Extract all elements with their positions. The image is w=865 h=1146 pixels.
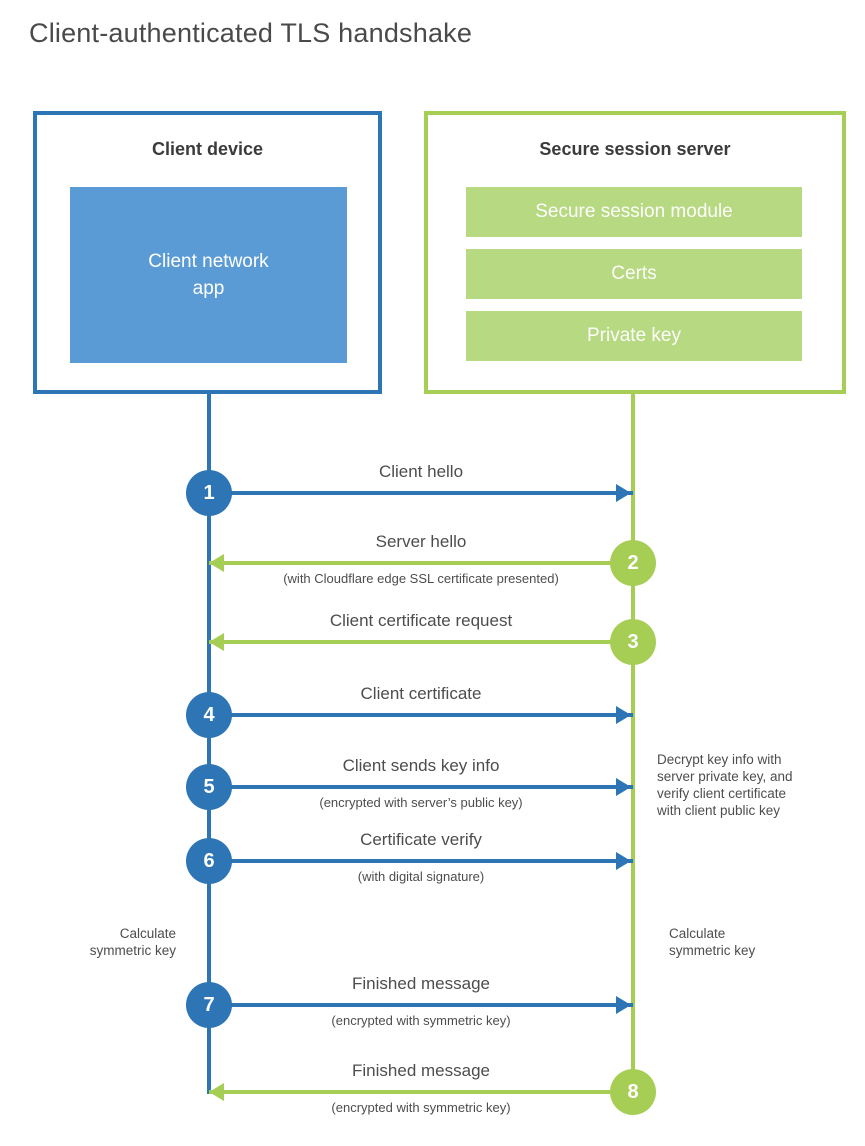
arrowhead-right-icon (616, 484, 631, 502)
server-lifeline (631, 392, 635, 1094)
message-arrow-line (209, 1003, 633, 1007)
server-module-list: Secure session module Certs Private key (466, 187, 802, 373)
arrowhead-right-icon (616, 778, 631, 796)
client-network-app-box: Client network app (70, 187, 347, 363)
message-label: Finished message (352, 1061, 490, 1080)
server-module-secure-session: Secure session module (466, 187, 802, 237)
message-arrow-line (209, 1090, 633, 1094)
handshake-step-8: Finished message 8 (encrypted with symme… (0, 1061, 865, 1115)
handshake-step-2: Server hello 2 (with Cloudflare edge SSL… (0, 532, 865, 586)
step-number-circle: 3 (610, 619, 656, 665)
step-number-circle: 7 (186, 982, 232, 1028)
message-arrow-line (209, 785, 633, 789)
message-label: Client certificate request (329, 611, 513, 630)
message-label: Certificate verify (360, 830, 482, 849)
message-arrow-line (209, 713, 633, 717)
arrowhead-left-icon (209, 633, 224, 651)
message-sublabel: (encrypted with symmetric key) (331, 1013, 511, 1028)
message-label: Client hello (378, 462, 464, 481)
message-label: Client sends key info (342, 756, 500, 775)
message-sublabel: (with Cloudflare edge SSL certificate pr… (283, 571, 559, 586)
arrowhead-left-icon (209, 554, 224, 572)
diagram-title: Client-authenticated TLS handshake (29, 18, 473, 48)
handshake-step-4: Client certificate 4 (0, 684, 865, 738)
handshake-step-5: Client sends key info 5 (encrypted with … (0, 756, 865, 810)
note-calculate-symmetric-key-server: Calculate symmetric key (669, 926, 756, 958)
note-calculate-symmetric-key-client: Calculate symmetric key (89, 926, 176, 958)
message-sublabel: (encrypted with symmetric key) (331, 1100, 511, 1115)
message-arrow-line (209, 859, 633, 863)
client-device-title: Client device (151, 139, 264, 159)
message-label: Client certificate (360, 684, 482, 703)
message-sublabel: (encrypted with server’s public key) (319, 795, 523, 810)
message-arrow-line (209, 640, 633, 644)
note-decrypt-key-info: Decrypt key info with server private key… (657, 752, 793, 818)
server-module-certs: Certs (466, 249, 802, 299)
step-number-circle: 6 (186, 838, 232, 884)
arrowhead-right-icon (616, 706, 631, 724)
step-number-circle: 4 (186, 692, 232, 738)
client-device-box: Client device Client network app (33, 111, 382, 394)
arrowhead-right-icon (616, 852, 631, 870)
client-lifeline (207, 392, 211, 1094)
arrowhead-right-icon (616, 996, 631, 1014)
step-number-circle: 1 (186, 470, 232, 516)
handshake-step-3: Client certificate request 3 (0, 611, 865, 665)
step-number-circle: 8 (610, 1069, 656, 1115)
arrowhead-left-icon (209, 1083, 224, 1101)
server-title: Secure session server (539, 139, 731, 159)
handshake-step-6: Certificate verify 6 (with digital signa… (0, 830, 865, 884)
step-number-circle: 5 (186, 764, 232, 810)
server-box: Secure session server Secure session mod… (424, 111, 846, 394)
handshake-step-1: Client hello 1 (0, 462, 865, 516)
message-label: Finished message (352, 974, 490, 993)
message-sublabel: (with digital signature) (357, 869, 485, 884)
server-module-private-key: Private key (466, 311, 802, 361)
message-arrow-line (209, 491, 633, 495)
step-number-circle: 2 (610, 540, 656, 586)
message-arrow-line (209, 561, 633, 565)
message-label: Server hello (375, 532, 467, 551)
handshake-step-7: Finished message 7 (encrypted with symme… (0, 974, 865, 1028)
